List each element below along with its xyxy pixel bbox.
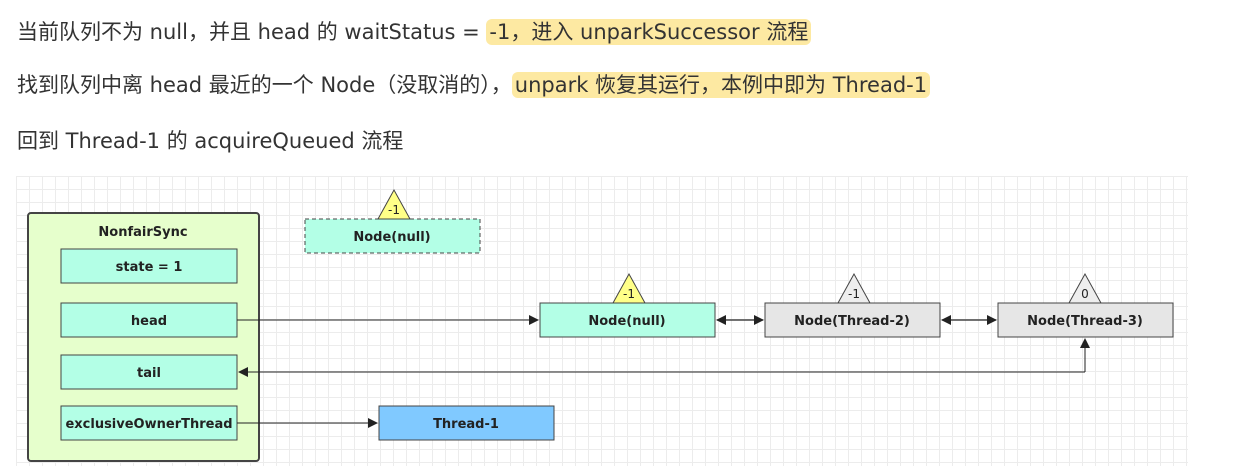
queue-node-3-status-triangle	[1068, 272, 1102, 304]
line-2-text: 找到队列中离 head 最近的一个 Node（没取消的），	[17, 73, 512, 97]
queue-node-2-status: -1	[848, 287, 860, 301]
field-head-box	[60, 302, 238, 338]
field-state-label: state = 1	[116, 260, 183, 275]
queue-node-3-label: Node(Thread-3)	[1027, 314, 1143, 329]
line-1-text: 当前队列不为 null，并且 head 的 waitStatus =	[17, 20, 487, 44]
field-tail-label: tail	[137, 366, 161, 381]
detached-node-box	[304, 218, 481, 254]
queue-node-2-label: Node(Thread-2)	[794, 314, 910, 329]
line-1-highlight: -1，进入 unparkSuccessor 流程	[486, 19, 812, 45]
detached-node-status-triangle	[377, 188, 411, 220]
field-owner-box	[60, 405, 238, 441]
thread-1-box	[378, 405, 555, 441]
line-1: 当前队列不为 null，并且 head 的 waitStatus = -1，进入…	[17, 17, 812, 47]
queue-node-1-status: -1	[623, 287, 635, 301]
queue-node-1-label: Node(null)	[588, 314, 665, 329]
detached-node-label: Node(null)	[353, 230, 430, 245]
diagram-svg: NonfairSync state = 1 head tail exclusiv…	[27, 188, 1174, 462]
field-state-box	[60, 248, 238, 284]
diagram-canvas: NonfairSync state = 1 head tail exclusiv…	[16, 176, 1188, 466]
queue-node-2-status-triangle	[837, 272, 871, 304]
nonfairsync-title: NonfairSync	[98, 225, 187, 240]
field-owner-label: exclusiveOwnerThread	[65, 417, 232, 432]
thread-1-label: Thread-1	[433, 417, 499, 432]
field-tail-box	[60, 354, 238, 390]
queue-node-2-box	[764, 302, 941, 338]
queue-node-3-status: 0	[1081, 287, 1089, 301]
detached-node-status: -1	[388, 203, 400, 217]
line-2: 找到队列中离 head 最近的一个 Node（没取消的），unpark 恢复其运…	[17, 70, 931, 100]
field-head-label: head	[131, 314, 167, 329]
queue-node-3-box	[997, 302, 1174, 338]
line-2-highlight: unpark 恢复其运行，本例中即为 Thread-1	[511, 72, 931, 98]
line-3: 回到 Thread-1 的 acquireQueued 流程	[17, 126, 403, 156]
queue-node-1-status-triangle	[612, 272, 646, 304]
line-3-text: 回到 Thread-1 的 acquireQueued 流程	[17, 129, 404, 153]
